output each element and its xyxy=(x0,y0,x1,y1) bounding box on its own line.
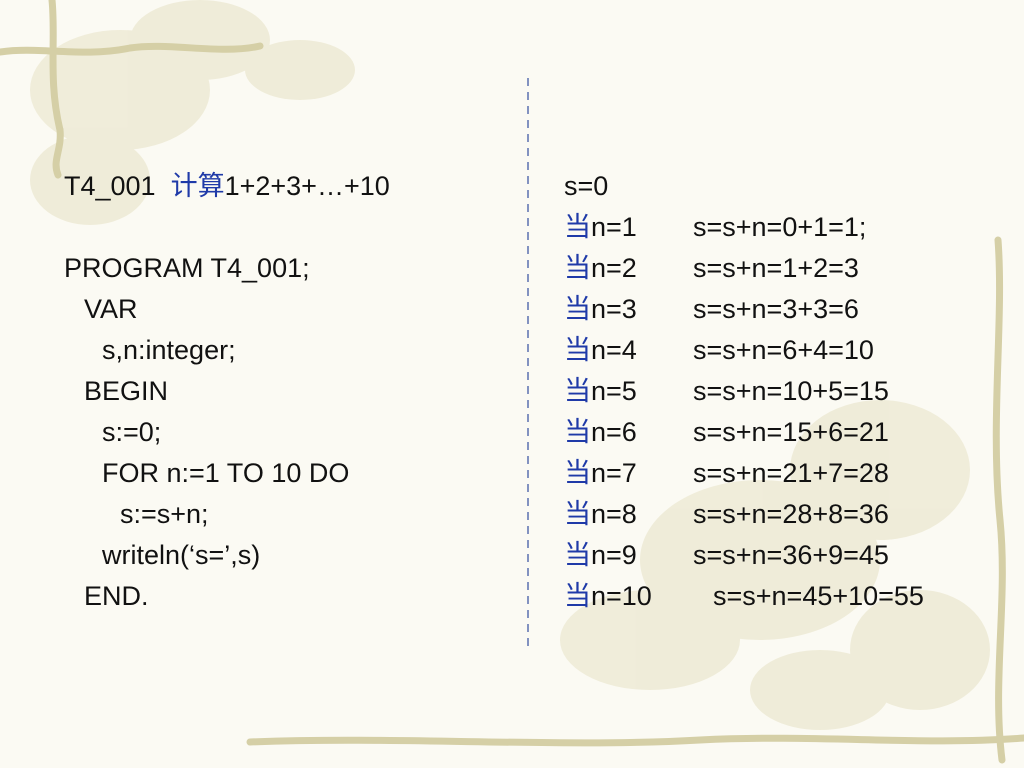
trace-when-label: 当 xyxy=(564,499,591,530)
trace-n: n=8 xyxy=(591,499,637,529)
trace-expression: s=s+n=3+3=6 xyxy=(693,294,859,324)
code-line-declaration: s,n:integer; xyxy=(102,335,236,365)
trace-row: 当n=2 s=s+n=1+2=3 xyxy=(564,248,1004,289)
trace-row: 当n=1 s=s+n=0+1=1; xyxy=(564,207,1004,248)
code-line-writeln: writeln(‘s=’,s) xyxy=(102,540,261,570)
trace-when-label: 当 xyxy=(564,376,591,407)
vine-right xyxy=(992,236,1006,764)
trace-n: n=2 xyxy=(591,253,637,283)
trace-expression: s=s+n=15+6=21 xyxy=(693,417,889,447)
trace-when-label: 当 xyxy=(564,458,591,489)
trace-n: n=10 xyxy=(591,581,652,611)
trace-n: n=4 xyxy=(591,335,637,365)
trace-expression: s=s+n=10+5=15 xyxy=(693,376,889,406)
trace-when-label: 当 xyxy=(564,253,591,284)
trace-expression: s=s+n=1+2=3 xyxy=(693,253,859,283)
trace-when-label: 当 xyxy=(564,212,591,243)
trace-when-label: 当 xyxy=(564,581,591,612)
trace-row: 当n=3 s=s+n=3+3=6 xyxy=(564,289,1004,330)
trace-row: 当n=10 s=s+n=45+10=55 xyxy=(564,576,1004,617)
problem-expression: 1+2+3+…+10 xyxy=(224,171,390,201)
trace-row: 当n=7 s=s+n=21+7=28 xyxy=(564,453,1004,494)
trace-row: 当n=6 s=s+n=15+6=21 xyxy=(564,412,1004,453)
vine-bottom xyxy=(246,734,1024,747)
trace-n: n=5 xyxy=(591,376,637,406)
trace-n: n=1 xyxy=(591,212,637,242)
trace-n: n=9 xyxy=(591,540,637,570)
blank-line xyxy=(64,207,504,248)
trace-row: 当n=9 s=s+n=36+9=45 xyxy=(564,535,1004,576)
trace-when-label: 当 xyxy=(564,335,591,366)
trace-row: 当n=5 s=s+n=10+5=15 xyxy=(564,371,1004,412)
trace-expression: s=s+n=36+9=45 xyxy=(693,540,889,570)
trace-header: s=0 xyxy=(564,171,609,201)
trace-n: n=3 xyxy=(591,294,637,324)
trace-when-label: 当 xyxy=(564,540,591,571)
code-line-program: PROGRAM T4_001; xyxy=(64,253,310,283)
trace-when-label: 当 xyxy=(564,294,591,325)
trace-expression: s=s+n=28+8=36 xyxy=(693,499,889,529)
trace-when-label: 当 xyxy=(564,417,591,448)
program-code-panel: T4_001 计算1+2+3+…+10 PROGRAM T4_001; VAR … xyxy=(64,166,504,617)
leaf-shapes xyxy=(30,0,990,730)
code-line-sum: s:=s+n; xyxy=(120,499,209,529)
code-line-end: END. xyxy=(84,581,149,611)
code-line-var: VAR xyxy=(84,294,138,324)
code-line-begin: BEGIN xyxy=(84,376,169,406)
problem-title: T4_001 计算1+2+3+…+10 xyxy=(64,166,504,207)
trace-expression: s=s+n=0+1=1; xyxy=(693,212,867,242)
code-line-for: FOR n:=1 TO 10 DO xyxy=(102,458,350,488)
problem-code: T4_001 xyxy=(64,171,156,201)
trace-n: n=7 xyxy=(591,458,637,488)
trace-expression: s=s+n=6+4=10 xyxy=(693,335,874,365)
trace-expression: s=s+n=45+10=55 xyxy=(713,581,924,611)
trace-expression: s=s+n=21+7=28 xyxy=(693,458,889,488)
problem-title-cn: 计算 xyxy=(170,171,225,202)
code-line-init: s:=0; xyxy=(102,417,162,447)
vine-top-left xyxy=(0,0,264,179)
trace-row: 当n=4 s=s+n=6+4=10 xyxy=(564,330,1004,371)
trace-n: n=6 xyxy=(591,417,637,447)
trace-row: 当n=8 s=s+n=28+8=36 xyxy=(564,494,1004,535)
